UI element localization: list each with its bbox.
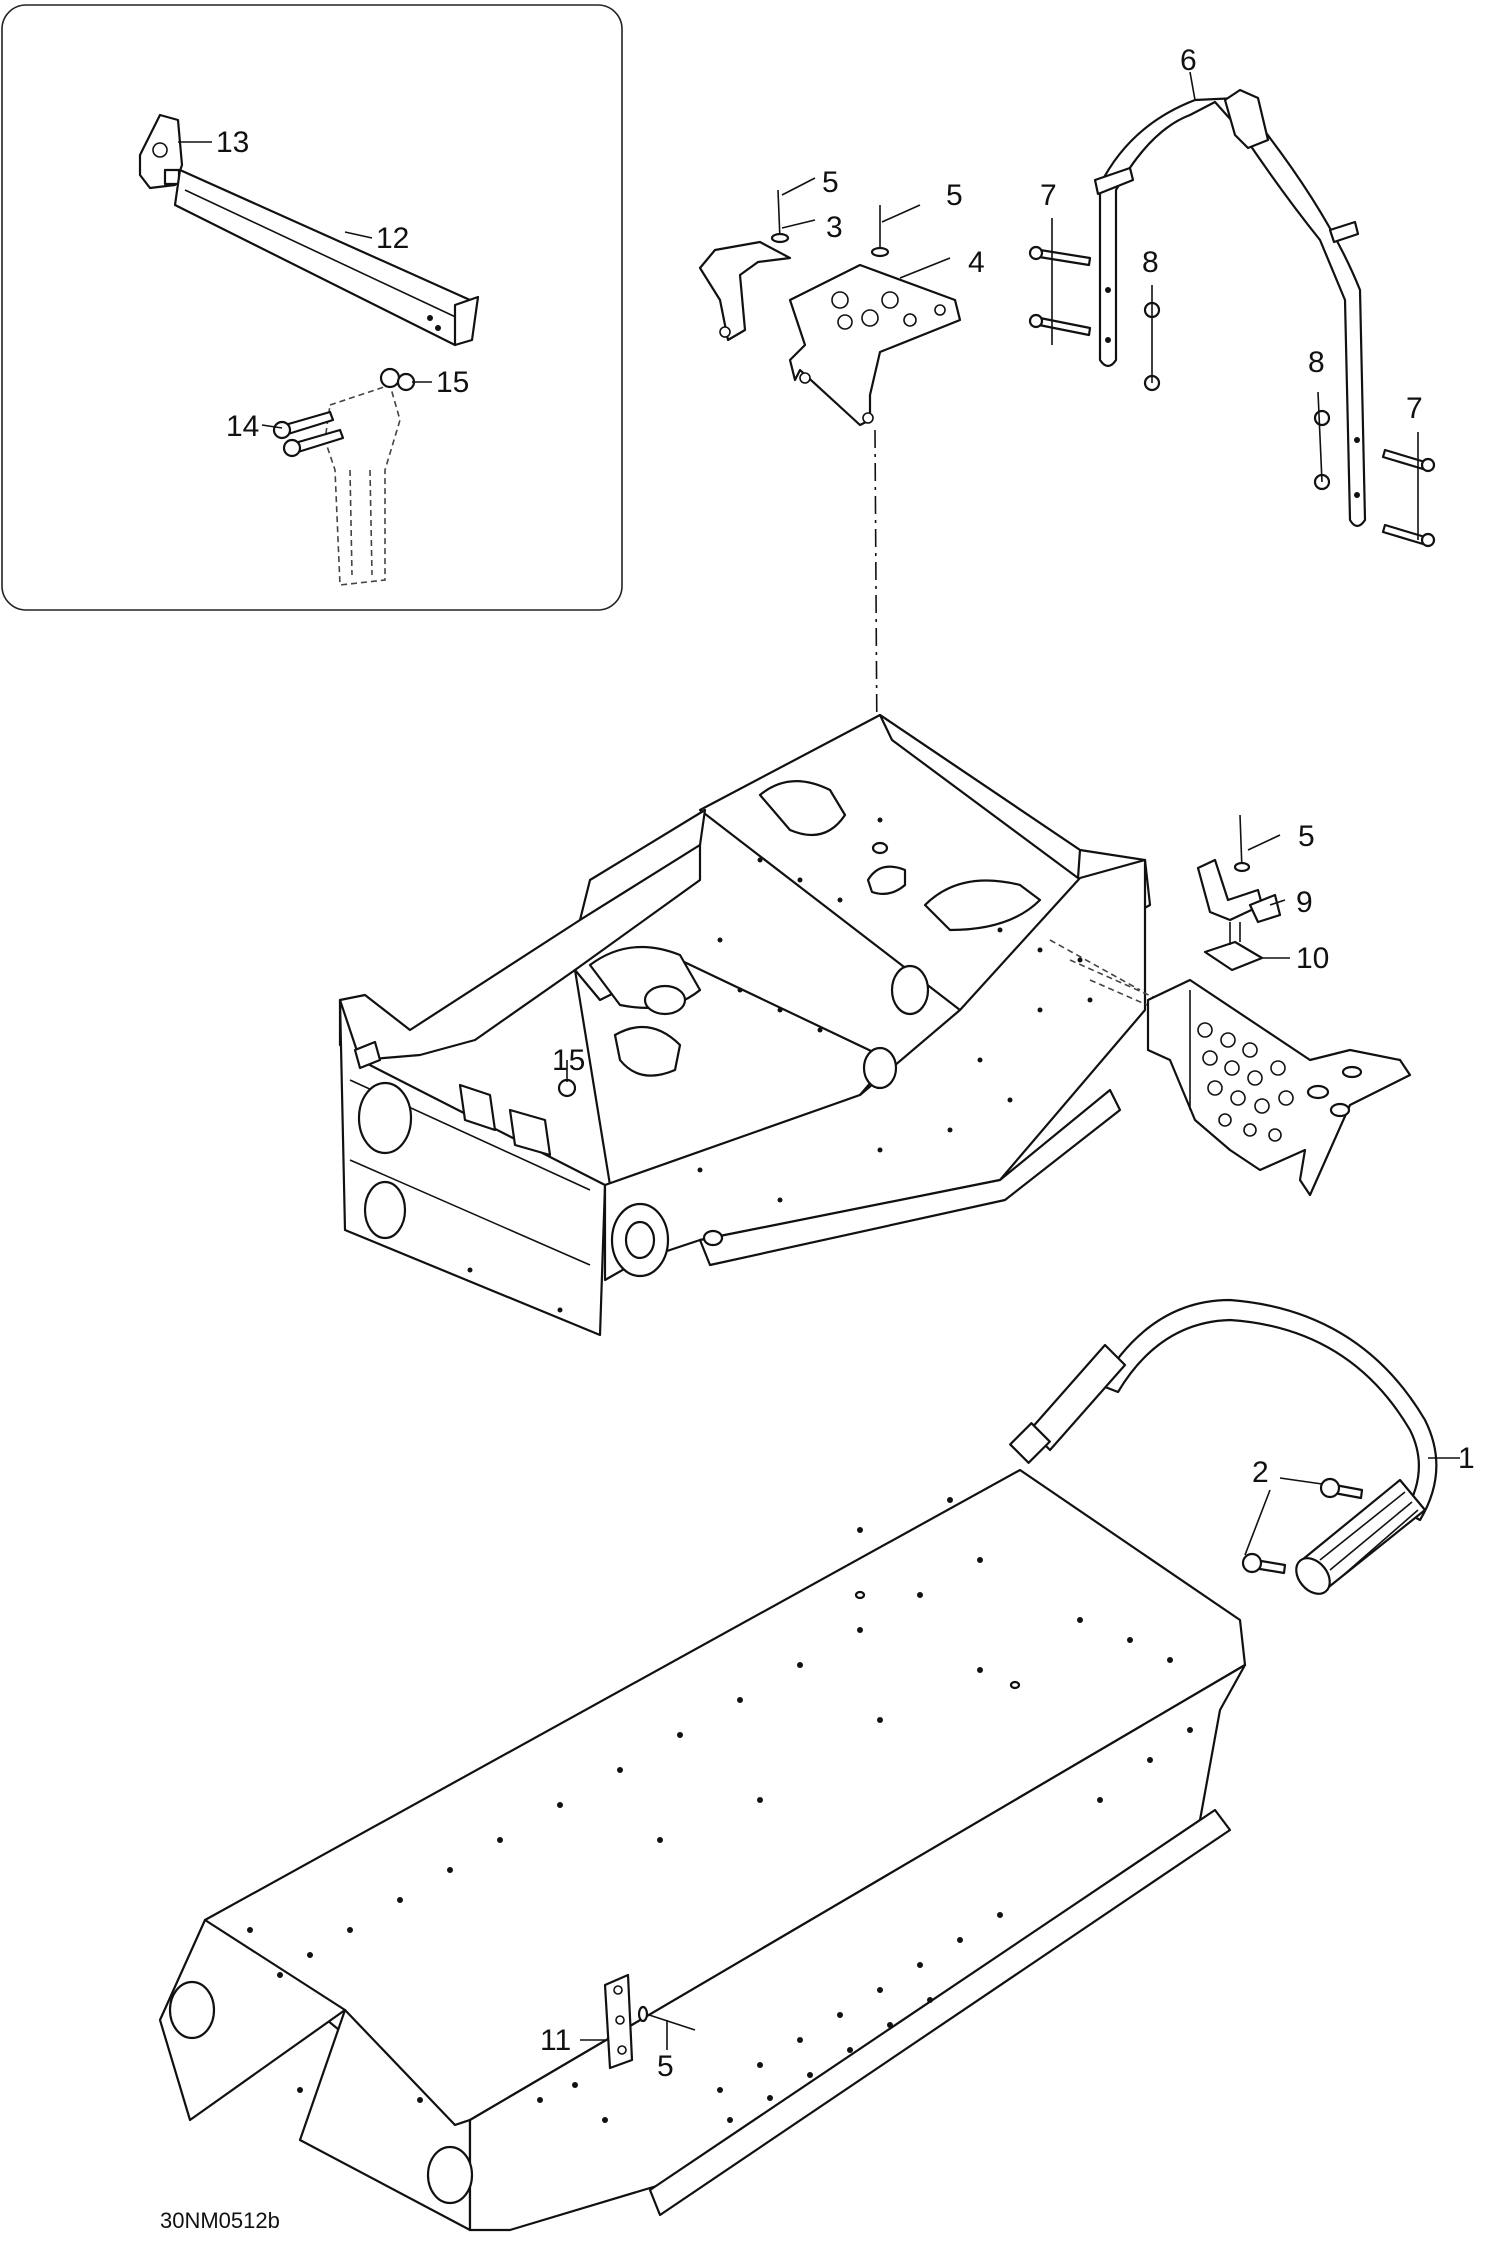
callout-1: 1 [1458, 1442, 1475, 1475]
callout-11: 11 [540, 2024, 571, 2057]
callout-labels: 1 2 3 4 5 5 5 5 6 7 7 8 8 9 10 11 12 13 … [216, 44, 1475, 2083]
callout-5-d: 5 [657, 2050, 674, 2083]
callout-10: 10 [1296, 942, 1329, 975]
part-2-bolts [1241, 1477, 1364, 1575]
callout-5-b: 5 [946, 179, 963, 212]
part-7-bolts-right [1381, 448, 1436, 548]
part-7-bolts-left [1028, 245, 1092, 337]
callout-7-a: 7 [1040, 179, 1057, 212]
callout-5-c: 5 [1298, 820, 1315, 853]
part-5-rivet-b [870, 205, 890, 258]
part-12-rail [173, 168, 480, 347]
detail-inset [1, 4, 623, 611]
ghost-suspension-arm [324, 383, 401, 586]
callout-9: 9 [1296, 886, 1313, 919]
part-1-grab-handle [1009, 1298, 1438, 1595]
part-10-pad [1203, 940, 1264, 972]
part-13-block [138, 113, 184, 190]
part-15-nuts [379, 367, 416, 392]
part-5-rivet-a [770, 189, 790, 244]
callout-7-b: 7 [1406, 392, 1423, 425]
callout-2: 2 [1252, 1456, 1269, 1489]
main-chassis [338, 713, 1152, 1337]
callout-8-b: 8 [1308, 346, 1325, 379]
callout-8-a: 8 [1142, 246, 1159, 279]
callout-13: 13 [216, 126, 249, 159]
part-3-bracket [698, 240, 792, 342]
callout-15-b: 15 [552, 1044, 585, 1077]
part-14-bolts [272, 410, 345, 458]
callout-6: 6 [1180, 44, 1197, 77]
footrest-plate [1146, 978, 1412, 1197]
part-6-hoop [1093, 88, 1367, 528]
part-4-plate [788, 263, 962, 427]
callout-4: 4 [968, 246, 985, 279]
callout-12: 12 [376, 222, 409, 255]
callout-14: 14 [226, 410, 259, 443]
part-9-clip [1196, 858, 1282, 924]
tunnel-panel [158, 1468, 1247, 2232]
callout-15-a: 15 [436, 366, 469, 399]
part-11-hinge [603, 1973, 634, 2070]
drawing-code: 30NM0512b [160, 2208, 280, 2233]
callout-5-a: 5 [822, 166, 839, 199]
part-5-rivet-c [1233, 814, 1251, 873]
callout-3: 3 [826, 211, 843, 244]
